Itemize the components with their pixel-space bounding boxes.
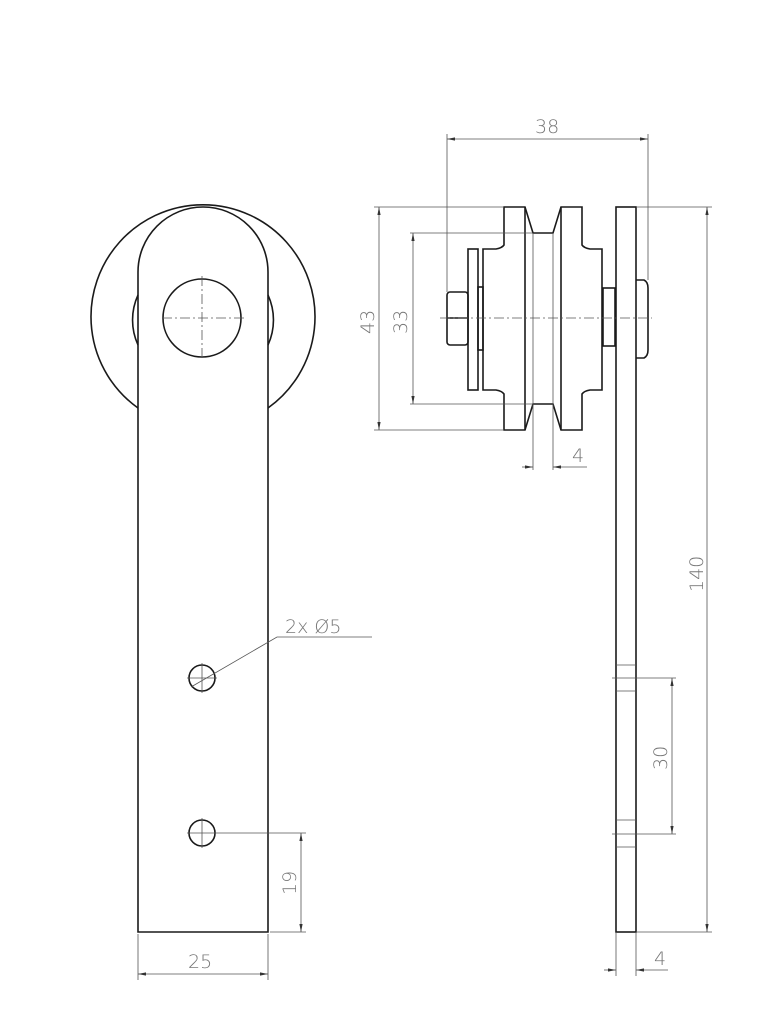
wheel-hub-left [131,294,139,346]
wheel-outline [90,204,316,409]
front-view: 2x Ø5 19 25 [90,204,372,980]
spacer [602,287,616,347]
side-view: 38 43 33 4 140 30 4 [357,116,712,976]
bolt-end [636,279,649,359]
dim-plate-width: 25 [188,951,212,973]
dim-total-height: 140 [686,556,708,592]
dim-overall-width: 38 [535,116,559,138]
front-plate [137,206,269,933]
dim-plate-thickness: 4 [654,948,666,970]
dim-wheel-diameter: 43 [357,310,379,334]
dim-holes: 2x Ø5 [285,616,341,638]
hole-leader [190,636,372,688]
wheel-side [482,206,603,431]
dim-hole-spacing: 30 [650,746,672,770]
wheel-hub-right [267,294,275,346]
side-plate [615,206,637,933]
dim-groove-diameter: 33 [390,310,412,334]
dim-groove-width: 4 [572,445,584,467]
washer [467,248,479,391]
dim-hole-to-bottom: 19 [279,871,301,895]
